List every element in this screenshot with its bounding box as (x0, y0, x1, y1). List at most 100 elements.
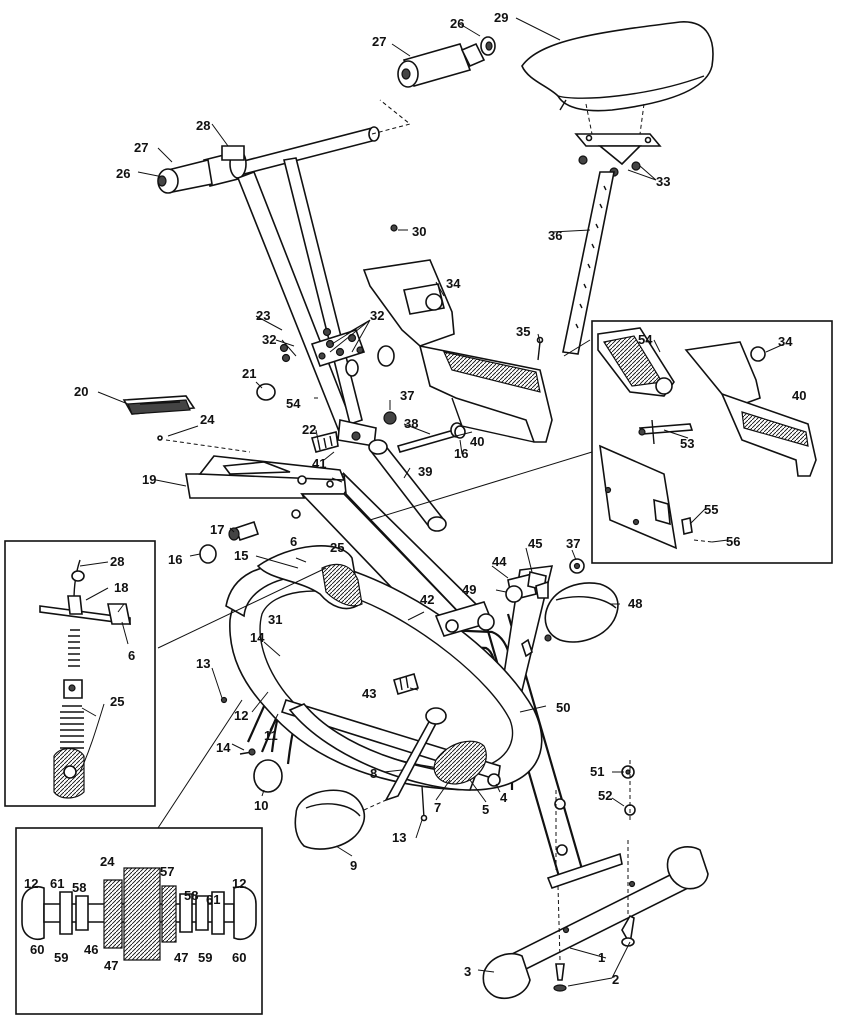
label-39: 39 (418, 464, 432, 479)
label-61: 61 (50, 876, 64, 891)
label-60: 60 (30, 942, 44, 957)
main-frame-part (185, 455, 486, 635)
label-28b: 28 (110, 554, 124, 569)
label-23: 23 (256, 308, 270, 323)
label-48: 48 (628, 596, 642, 611)
inset-seat-frame-part (684, 341, 817, 477)
pivot-hub-42-part (434, 601, 495, 637)
label-31: 31 (268, 612, 282, 627)
label-14b: 14 (216, 740, 231, 755)
label-30: 30 (412, 224, 426, 239)
label-11: 11 (264, 728, 278, 743)
label-28: 28 (196, 118, 210, 133)
screw-30-part (390, 224, 398, 232)
crank-assembly-part (384, 707, 501, 802)
label-42: 42 (420, 592, 434, 607)
label-34b: 34 (778, 334, 793, 349)
stabilizer-bolts-part (553, 914, 635, 992)
frame-bolt-17-part (228, 520, 260, 542)
label-25: 25 (330, 540, 344, 555)
label-52: 52 (598, 788, 612, 803)
inset-pin-part (638, 419, 694, 445)
front-stabilizer-part (482, 846, 709, 1000)
pivot-bracket-part (337, 419, 377, 447)
inset-bracket-part (599, 444, 693, 550)
inset-crank-axle-part (21, 867, 257, 961)
label-18: 18 (114, 580, 128, 595)
cap-16-part (199, 425, 466, 564)
label-24-inset: 24 (100, 854, 115, 869)
label-22: 22 (302, 422, 316, 437)
label-26: 26 (450, 16, 464, 31)
label-35: 35 (516, 324, 530, 339)
seat-part (521, 21, 714, 112)
label-53: 53 (680, 436, 694, 451)
label-43: 43 (362, 686, 376, 701)
label-59: 59 (54, 950, 68, 965)
label-40b: 40 (792, 388, 806, 403)
pedal-right-part (544, 582, 619, 643)
strut-part (368, 439, 447, 532)
label-55: 55 (704, 502, 718, 517)
label-37: 37 (400, 388, 414, 403)
label-40: 40 (470, 434, 484, 449)
label-59b: 59 (198, 950, 212, 965)
leader-lines (79, 17, 785, 987)
label-6-inset: 6 (128, 648, 135, 663)
label-19: 19 (142, 472, 156, 487)
label-56: 56 (726, 534, 740, 549)
label-26b: 26 (116, 166, 130, 181)
handlebar-part (157, 126, 380, 194)
label-15: 15 (234, 548, 248, 563)
label-7: 7 (434, 800, 441, 815)
label-16: 16 (168, 552, 182, 567)
nuts-51-52-part (554, 765, 636, 856)
label-29: 29 (494, 10, 508, 25)
label-14: 14 (250, 630, 265, 645)
label-10: 10 (254, 798, 268, 813)
label-5: 5 (482, 802, 489, 817)
nut-37-part (383, 411, 585, 574)
label-33: 33 (656, 174, 670, 189)
label-12: 12 (234, 708, 248, 723)
label-16b: 16 (454, 446, 468, 461)
inset-tension-cable-part (39, 559, 131, 799)
label-32: 32 (370, 308, 384, 323)
label-49: 49 (462, 582, 476, 597)
label-47b: 47 (174, 950, 188, 965)
bolt-22-part (311, 431, 339, 453)
label-2: 2 (612, 972, 619, 987)
seat-bracket-part (574, 133, 662, 166)
seat-frame-cover-part (362, 259, 553, 443)
handgrip-detached-part (397, 36, 496, 88)
label-3: 3 (464, 964, 471, 979)
label-54: 54 (286, 396, 301, 411)
pedal-left-part (294, 789, 387, 850)
label-8: 8 (370, 766, 377, 781)
label-25b: 25 (110, 694, 124, 709)
label-46: 46 (84, 942, 98, 957)
label-45: 45 (528, 536, 542, 551)
label-4: 4 (500, 790, 508, 805)
label-38: 38 (404, 416, 418, 431)
label-1: 1 (598, 950, 605, 965)
label-36: 36 (548, 228, 562, 243)
label-20: 20 (74, 384, 88, 399)
seat-clamp-part (505, 571, 549, 603)
label-32b: 32 (262, 332, 276, 347)
label-12-inset-right: 12 (232, 876, 246, 891)
label-17: 17 (210, 522, 224, 537)
label-58: 58 (72, 880, 86, 895)
label-50: 50 (556, 700, 570, 715)
label-51: 51 (590, 764, 604, 779)
label-37b: 37 (566, 536, 580, 551)
small-hardware-part (220, 696, 428, 822)
label-58b: 58 (184, 888, 198, 903)
label-27: 27 (372, 34, 386, 49)
label-54b: 54 (638, 332, 653, 347)
label-41: 41 (312, 456, 326, 471)
label-27b: 27 (134, 140, 148, 155)
label-57: 57 (160, 864, 174, 879)
label-24: 24 (200, 412, 215, 427)
